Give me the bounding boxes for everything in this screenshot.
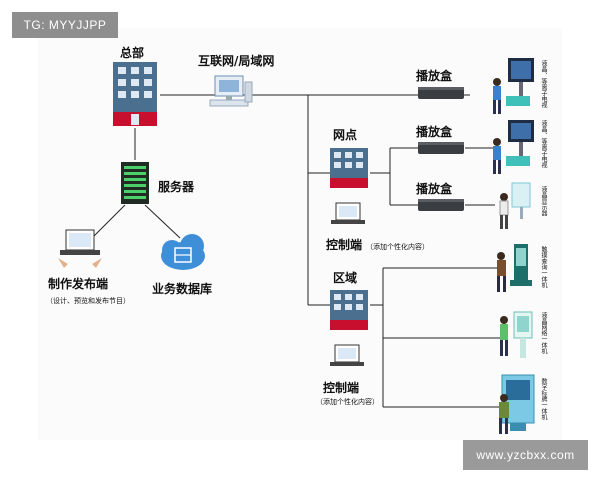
- device-label-2: 液晶、等离子电视: [540, 120, 547, 168]
- player-box-3-icon: [418, 199, 464, 211]
- hq-label: 总部: [120, 46, 145, 60]
- controller-a-sublabel: （添加个性化内容）: [366, 243, 429, 251]
- device-label-6: 数字标牌一体机: [540, 378, 547, 420]
- database-label: 业务数据库: [152, 282, 213, 296]
- controller-b-laptop-icon: [330, 344, 364, 366]
- watermark-bottom: www.yzcbxx.com: [463, 440, 588, 470]
- server-icon: [121, 162, 149, 204]
- device-label-5: 液晶网络一体机: [540, 312, 547, 354]
- controller-a-label: 控制端: [326, 238, 363, 252]
- publisher-label: 制作发布端: [48, 277, 109, 291]
- publisher-laptop-icon: [58, 229, 102, 268]
- network-label: 互联网/局域网: [198, 54, 275, 68]
- server-label: 服务器: [158, 180, 195, 194]
- digital-signage-icon: [499, 374, 535, 434]
- controller-b-label: 控制端: [323, 381, 360, 395]
- device-label-3: 液晶显示器: [540, 186, 547, 216]
- player-box-3-label: 播放盒: [416, 182, 453, 196]
- publisher-sublabel: （设计、预览和发布节目）: [46, 297, 130, 305]
- player-box-1-icon: [418, 87, 464, 99]
- controller-a-laptop-icon: [331, 202, 365, 224]
- region-label: 区域: [333, 271, 358, 285]
- watermark-bottom-text: www.yzcbxx.com: [476, 448, 575, 462]
- player-box-2-icon: [418, 142, 464, 154]
- database-cloud-icon: [161, 234, 205, 270]
- region-building-icon: [330, 290, 368, 330]
- touch-kiosk-icon: [497, 244, 532, 292]
- network-aio-icon: [500, 311, 533, 358]
- watermark-top: TG: MYYJJPP: [12, 12, 118, 38]
- branch-building-icon: [330, 148, 368, 188]
- player-box-1-label: 播放盒: [416, 69, 453, 83]
- device-label-4: 触摸查询一体机: [540, 246, 547, 288]
- line-server-database: [144, 204, 181, 239]
- network-computer-icon: [209, 75, 253, 107]
- connection-lines: [77, 94, 500, 408]
- branch-label: 网点: [333, 128, 358, 142]
- hq-building-icon: [113, 62, 157, 126]
- tv-display-1-icon: [493, 58, 534, 114]
- controller-b-sublabel: （添加个性化内容）: [316, 398, 379, 406]
- lcd-monitor-icon: [499, 182, 531, 229]
- player-box-2-label: 播放盒: [416, 125, 453, 139]
- device-label-1: 液晶、等离子电视: [540, 60, 547, 108]
- tv-display-2-icon: [493, 120, 534, 174]
- watermark-top-text: TG: MYYJJPP: [23, 18, 107, 32]
